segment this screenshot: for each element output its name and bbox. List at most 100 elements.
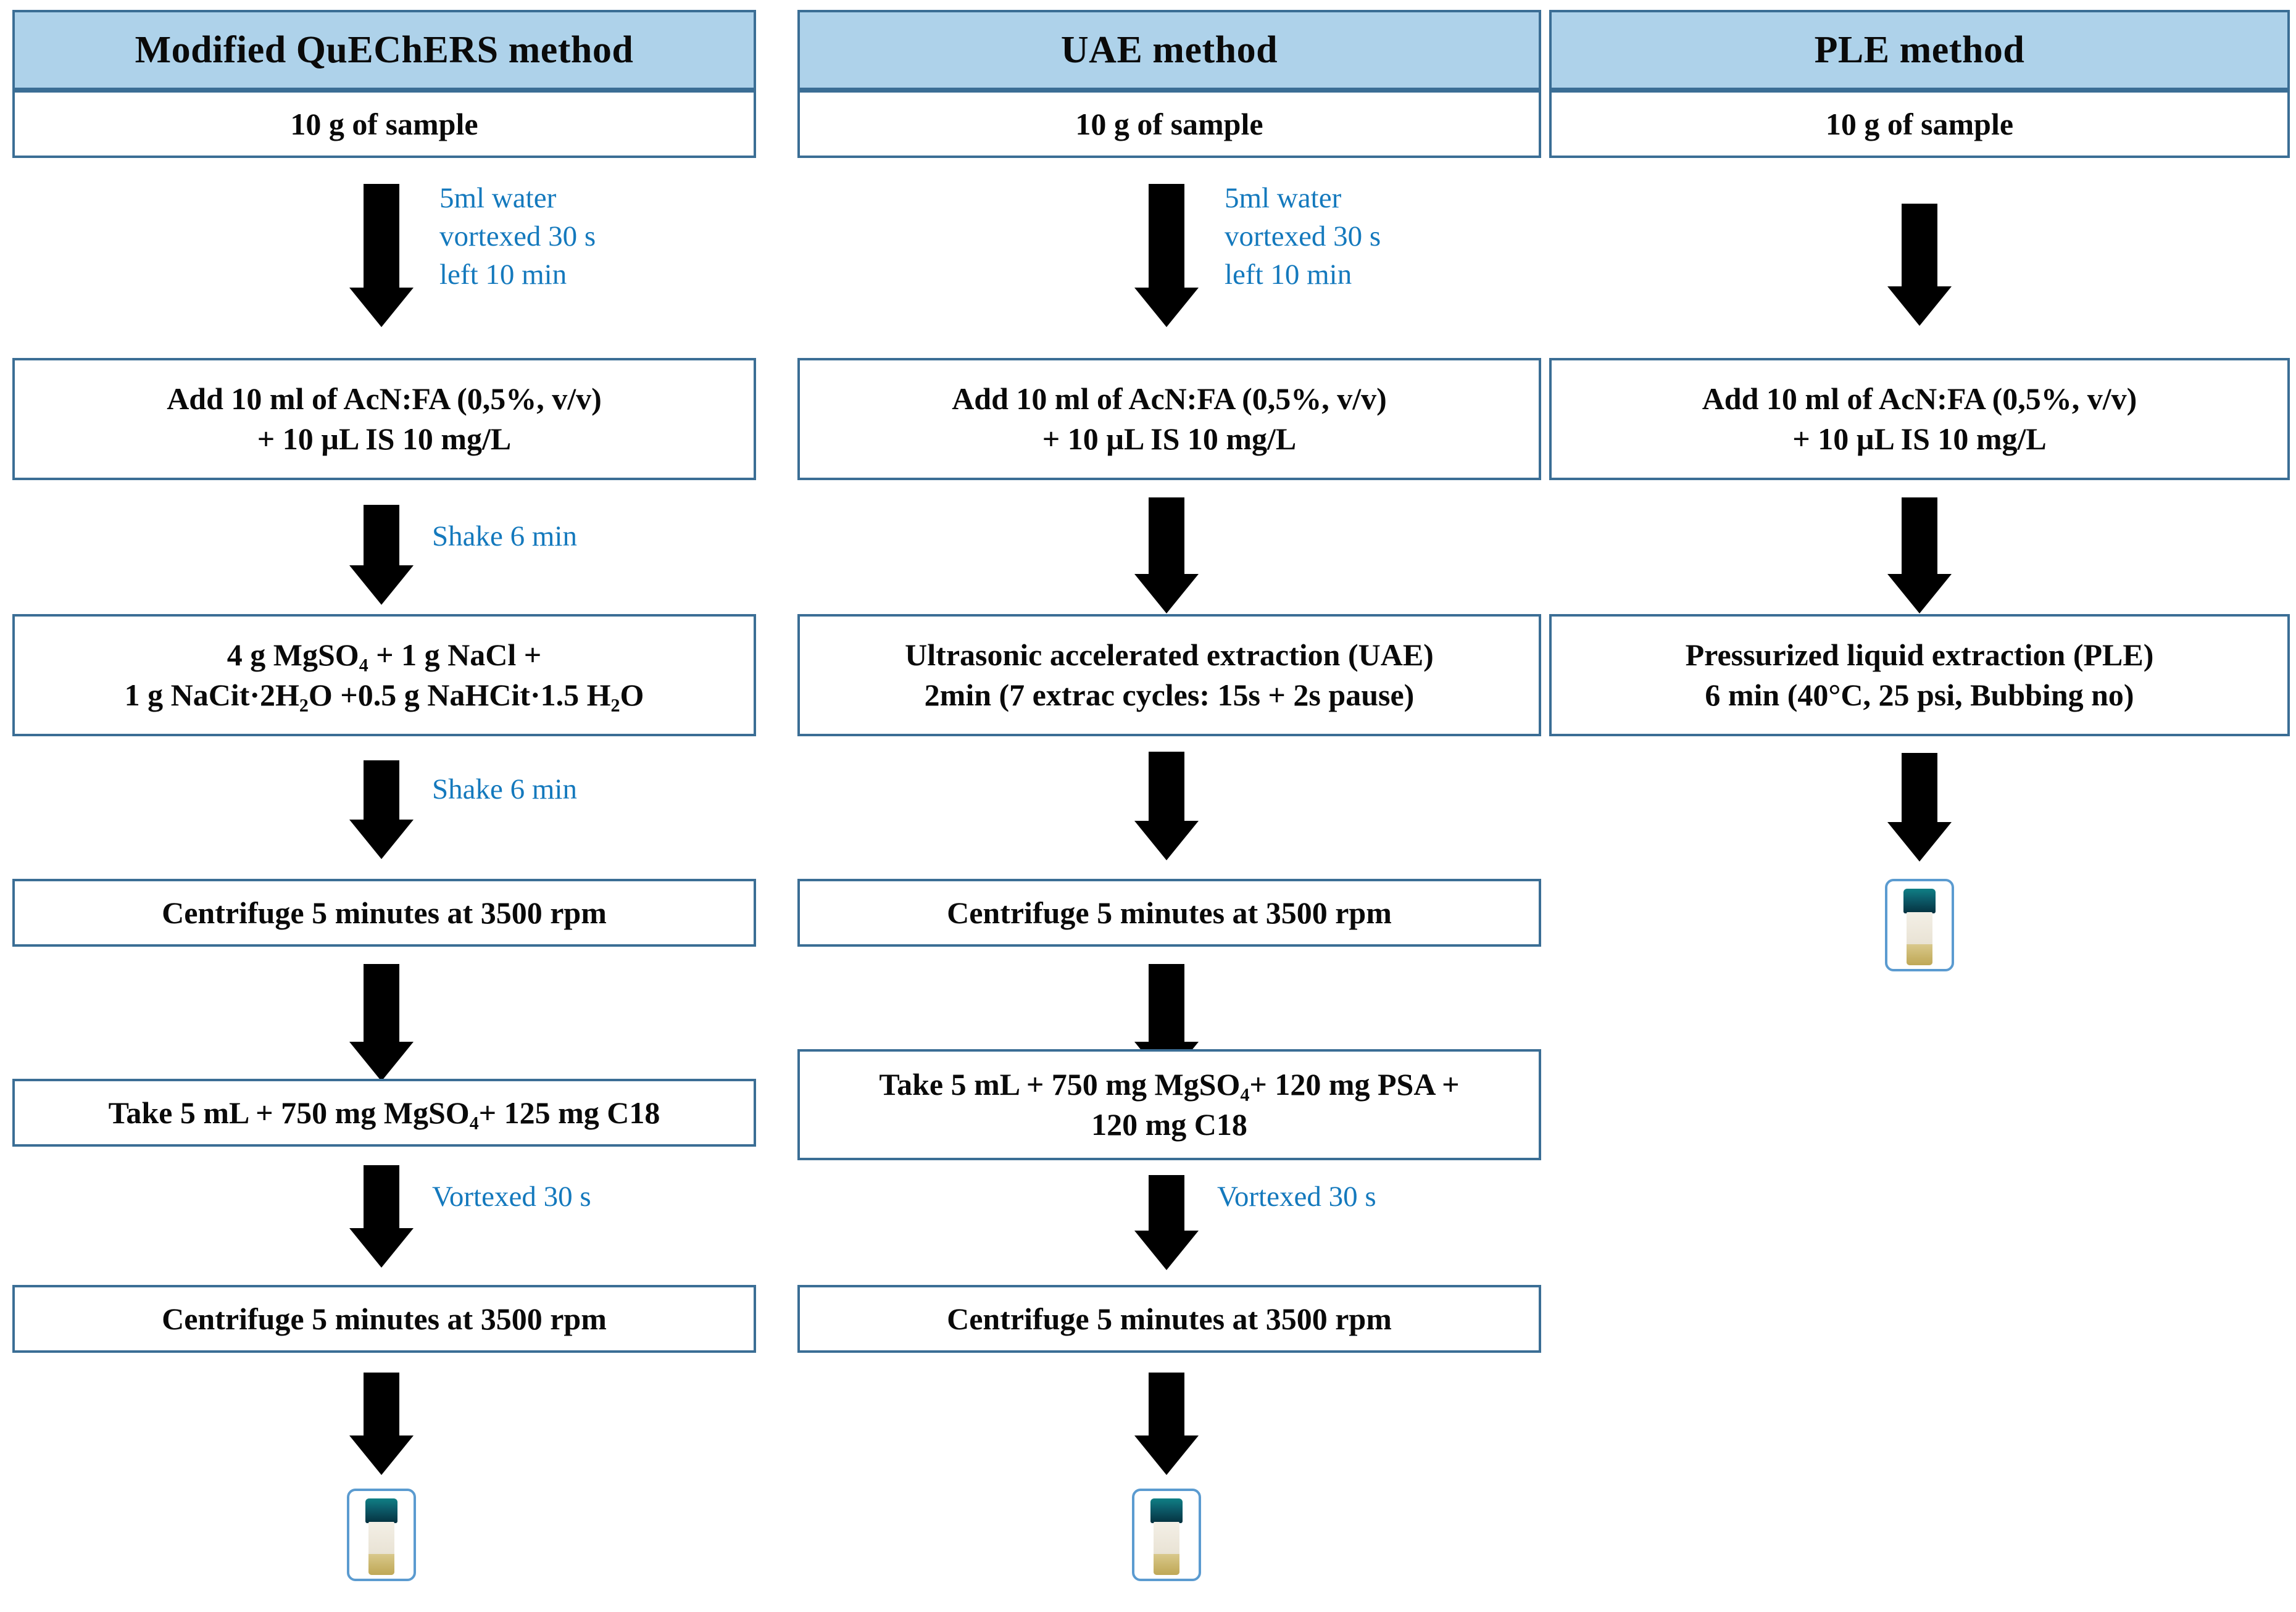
arrow-head xyxy=(349,565,414,605)
arrow-head xyxy=(349,288,414,327)
step-box-p-acn-text: Add 10 ml of AcN:FA (0,5%, v/v) + 10 µL … xyxy=(1562,379,2277,459)
step-box-q-salts-line1: 4 g MgSO₄ + 1 g NaCl + xyxy=(227,638,542,672)
step-box-p-sample-line1: 10 g of sample xyxy=(1825,106,2014,141)
annotation-q-note3-line1: Shake 6 min xyxy=(432,773,577,805)
step-box-u-acn-text: Add 10 ml of AcN:FA (0,5%, v/v) + 10 µL … xyxy=(810,379,1529,459)
arrow-shaft xyxy=(1902,204,1937,286)
vial-body xyxy=(368,1522,394,1575)
step-box-u-cent1-line1: Centrifuge 5 minutes at 3500 rpm xyxy=(947,895,1392,930)
arrow-shaft xyxy=(1902,497,1937,574)
step-box-p-ple-text: Pressurized liquid extraction (PLE) 6 mi… xyxy=(1562,635,2277,715)
step-box-u-acn: Add 10 ml of AcN:FA (0,5%, v/v) + 10 µL … xyxy=(797,358,1541,480)
flow-arrow-q2 xyxy=(349,505,414,605)
annotation-u-note1-line1: 5ml water xyxy=(1225,182,1342,214)
arrow-head xyxy=(1134,288,1199,327)
sample-vial-icon-quechers xyxy=(347,1489,416,1581)
column-header-ple: PLE method xyxy=(1549,10,2290,90)
vial-liquid xyxy=(368,1553,394,1575)
step-box-u-dspe-line1: Take 5 mL + 750 mg MgSO₄+ 120 mg PSA + xyxy=(879,1067,1460,1102)
step-box-q-acn: Add 10 ml of AcN:FA (0,5%, v/v) + 10 µL … xyxy=(12,358,756,480)
step-box-u-cent1: Centrifuge 5 minutes at 3500 rpm xyxy=(797,879,1541,947)
annotation-u-note2-line1: Vortexed 30 s xyxy=(1217,1181,1376,1213)
step-box-q-dspe: Take 5 mL + 750 mg MgSO₄+ 125 mg C18 xyxy=(12,1079,756,1147)
step-box-u-uae: Ultrasonic accelerated extraction (UAE) … xyxy=(797,614,1541,736)
arrow-head xyxy=(349,1435,414,1475)
vial-cap xyxy=(365,1498,397,1523)
step-box-u-dspe: Take 5 mL + 750 mg MgSO₄+ 120 mg PSA + 1… xyxy=(797,1049,1541,1160)
column-header-quechers: Modified QuEChERS method xyxy=(12,10,756,90)
arrow-shaft xyxy=(1149,1175,1184,1231)
flow-arrow-q5 xyxy=(349,1165,414,1268)
step-box-p-ple-line2: 6 min (40°C, 25 psi, Bubbing no) xyxy=(1705,678,2134,712)
column-header-ple-label: PLE method xyxy=(1814,28,2025,71)
arrow-head xyxy=(1887,286,1952,326)
vial-glyph xyxy=(1150,1498,1183,1575)
vial-liquid xyxy=(1907,944,1932,965)
vial-glyph xyxy=(365,1498,397,1575)
step-box-q-salts: 4 g MgSO₄ + 1 g NaCl + 1 g NaCit·2H₂O +0… xyxy=(12,614,756,736)
annotation-q-note4: Vortexed 30 s xyxy=(432,1178,591,1216)
step-box-u-uae-line1: Ultrasonic accelerated extraction (UAE) xyxy=(905,638,1434,672)
vial-glyph xyxy=(1903,889,1936,965)
column-header-quechers-label: Modified QuEChERS method xyxy=(135,28,634,71)
step-box-u-acn-line2: + 10 µL IS 10 mg/L xyxy=(1042,422,1297,456)
step-box-p-acn-line2: + 10 µL IS 10 mg/L xyxy=(1792,422,2047,456)
step-box-q-cent2-line1: Centrifuge 5 minutes at 3500 rpm xyxy=(162,1301,607,1336)
annotation-q-note2: Shake 6 min xyxy=(432,517,577,555)
annotation-u-note1: 5ml water vortexed 30 s left 10 min xyxy=(1225,179,1381,294)
step-box-u-uae-line2: 2min (7 extrac cycles: 15s + 2s pause) xyxy=(924,678,1415,712)
arrow-shaft xyxy=(1149,964,1184,1042)
arrow-head xyxy=(349,820,414,859)
step-box-u-sample-line1: 10 g of sample xyxy=(1075,106,1263,141)
arrow-head xyxy=(1887,574,1952,613)
flow-arrow-u3 xyxy=(1134,752,1199,860)
arrow-head xyxy=(1134,1435,1199,1475)
annotation-q-note4-line1: Vortexed 30 s xyxy=(432,1181,591,1213)
vial-cap xyxy=(1150,1498,1183,1523)
flow-arrow-u6 xyxy=(1134,1373,1199,1475)
step-box-q-sample-line1: 10 g of sample xyxy=(290,106,478,141)
step-box-q-salts-line2: 1 g NaCit·2H₂O +0.5 g NaHCit·1.5 H₂O xyxy=(124,678,644,712)
arrow-head xyxy=(349,1228,414,1268)
arrow-shaft xyxy=(1149,752,1184,821)
step-box-p-acn-line1: Add 10 ml of AcN:FA (0,5%, v/v) xyxy=(1702,381,2137,416)
annotation-q-note1-line1: 5ml water xyxy=(439,182,557,214)
flow-arrow-u1 xyxy=(1134,184,1199,327)
annotation-q-note3: Shake 6 min xyxy=(432,770,577,808)
annotation-u-note1-line3: left 10 min xyxy=(1225,259,1352,291)
sample-vial-icon-ple xyxy=(1885,879,1954,971)
step-box-q-sample: 10 g of sample xyxy=(12,90,756,158)
vial-cap xyxy=(1903,889,1936,913)
annotation-u-note2: Vortexed 30 s xyxy=(1217,1178,1376,1216)
arrow-shaft xyxy=(1902,753,1937,822)
step-box-q-salts-text: 4 g MgSO₄ + 1 g NaCl + 1 g NaCit·2H₂O +0… xyxy=(25,635,744,715)
annotation-q-note2-line1: Shake 6 min xyxy=(432,520,577,552)
step-box-q-acn-text: Add 10 ml of AcN:FA (0,5%, v/v) + 10 µL … xyxy=(25,379,744,459)
arrow-shaft xyxy=(364,1373,399,1435)
step-box-u-cent2: Centrifuge 5 minutes at 3500 rpm xyxy=(797,1285,1541,1353)
arrow-shaft xyxy=(1149,184,1184,288)
step-box-u-cent2-line1: Centrifuge 5 minutes at 3500 rpm xyxy=(947,1301,1392,1336)
annotation-q-note1-line3: left 10 min xyxy=(439,259,567,291)
step-box-q-dspe-line1: Take 5 mL + 750 mg MgSO₄+ 125 mg C18 xyxy=(108,1095,660,1130)
step-box-u-dspe-line2: 120 mg C18 xyxy=(1091,1107,1247,1142)
step-box-p-sample: 10 g of sample xyxy=(1549,90,2290,158)
arrow-head xyxy=(1887,822,1952,862)
arrow-shaft xyxy=(364,964,399,1042)
vial-liquid xyxy=(1154,1553,1179,1575)
arrow-shaft xyxy=(364,184,399,288)
flow-arrow-p1 xyxy=(1887,204,1952,326)
arrow-head xyxy=(1134,574,1199,613)
step-box-u-sample: 10 g of sample xyxy=(797,90,1541,158)
arrow-head xyxy=(1134,821,1199,860)
arrow-shaft xyxy=(1149,497,1184,574)
step-box-q-cent1: Centrifuge 5 minutes at 3500 rpm xyxy=(12,879,756,947)
step-box-u-dspe-text: Take 5 mL + 750 mg MgSO₄+ 120 mg PSA + 1… xyxy=(810,1065,1529,1145)
step-box-p-ple: Pressurized liquid extraction (PLE) 6 mi… xyxy=(1549,614,2290,736)
flow-arrow-q6 xyxy=(349,1373,414,1475)
step-box-u-uae-text: Ultrasonic accelerated extraction (UAE) … xyxy=(810,635,1529,715)
step-box-u-acn-line1: Add 10 ml of AcN:FA (0,5%, v/v) xyxy=(952,381,1387,416)
annotation-u-note1-line2: vortexed 30 s xyxy=(1225,220,1381,253)
step-box-p-ple-line1: Pressurized liquid extraction (PLE) xyxy=(1685,638,2154,672)
